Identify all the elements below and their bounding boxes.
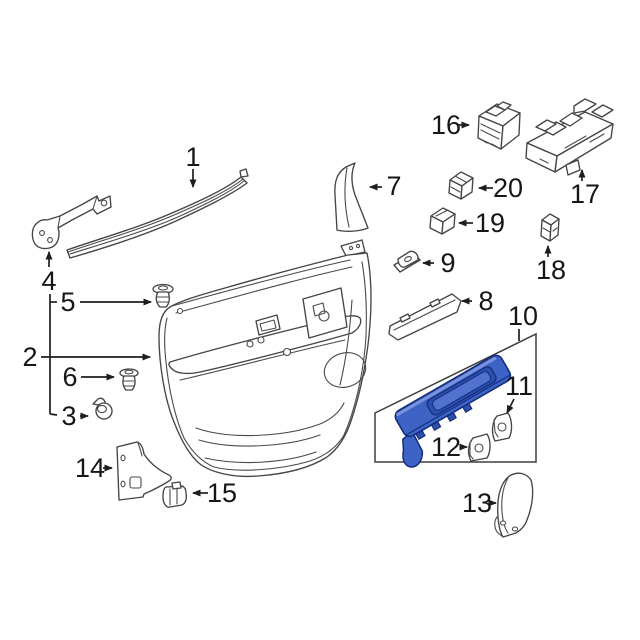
part-18-switch (540, 213, 560, 242)
part-12-bracket (467, 433, 491, 462)
part-5-clip (152, 283, 174, 308)
part-4-bracket (31, 195, 112, 250)
part-9-clip (393, 250, 421, 273)
part-14-corner-trim (116, 441, 172, 501)
callout-10: 10 (508, 301, 538, 331)
callout-8: 8 (478, 286, 493, 316)
callout-20: 20 (493, 173, 523, 203)
part-13-curved-bracket (494, 472, 534, 538)
callout-17: 17 (570, 179, 600, 209)
callout-2: 2 (22, 342, 37, 372)
callout-4: 4 (41, 266, 56, 296)
part-19-switch (429, 207, 456, 235)
part-16-window-switch (477, 101, 521, 150)
part-17-master-window-switch (525, 98, 614, 176)
part-6-clip (119, 368, 139, 391)
part-1-weatherstrip (66, 168, 249, 259)
callout-14: 14 (75, 453, 105, 483)
callout-6: 6 (62, 362, 77, 392)
part-7-sail-cover (334, 162, 369, 232)
callout-11: 11 (505, 371, 533, 401)
part-11-bracket (491, 412, 513, 442)
callout-labels: 1 2 3 4 5 6 7 8 9 10 11 12 13 14 15 16 1… (22, 110, 600, 518)
callout-7: 7 (386, 171, 401, 201)
callout-16: 16 (431, 110, 461, 140)
callout-1: 1 (185, 142, 200, 172)
callout-19: 19 (475, 208, 505, 238)
callout-9: 9 (440, 248, 455, 278)
part-10-switch-bezel-highlighted (394, 354, 512, 468)
part-10-highlight-box (374, 332, 537, 463)
part-2-door-trim-panel (158, 239, 372, 478)
part-3-clip (92, 397, 113, 420)
callout-13: 13 (462, 488, 492, 518)
callout-18: 18 (536, 255, 566, 285)
part-8-trim-panel (388, 293, 462, 341)
callout-5: 5 (60, 287, 75, 317)
part-20-switch (448, 171, 474, 200)
leader-lines (41, 121, 586, 507)
callout-12: 12 (431, 432, 461, 462)
part-15-clip (162, 481, 188, 508)
callout-15: 15 (207, 478, 237, 508)
callout-3: 3 (61, 401, 76, 431)
